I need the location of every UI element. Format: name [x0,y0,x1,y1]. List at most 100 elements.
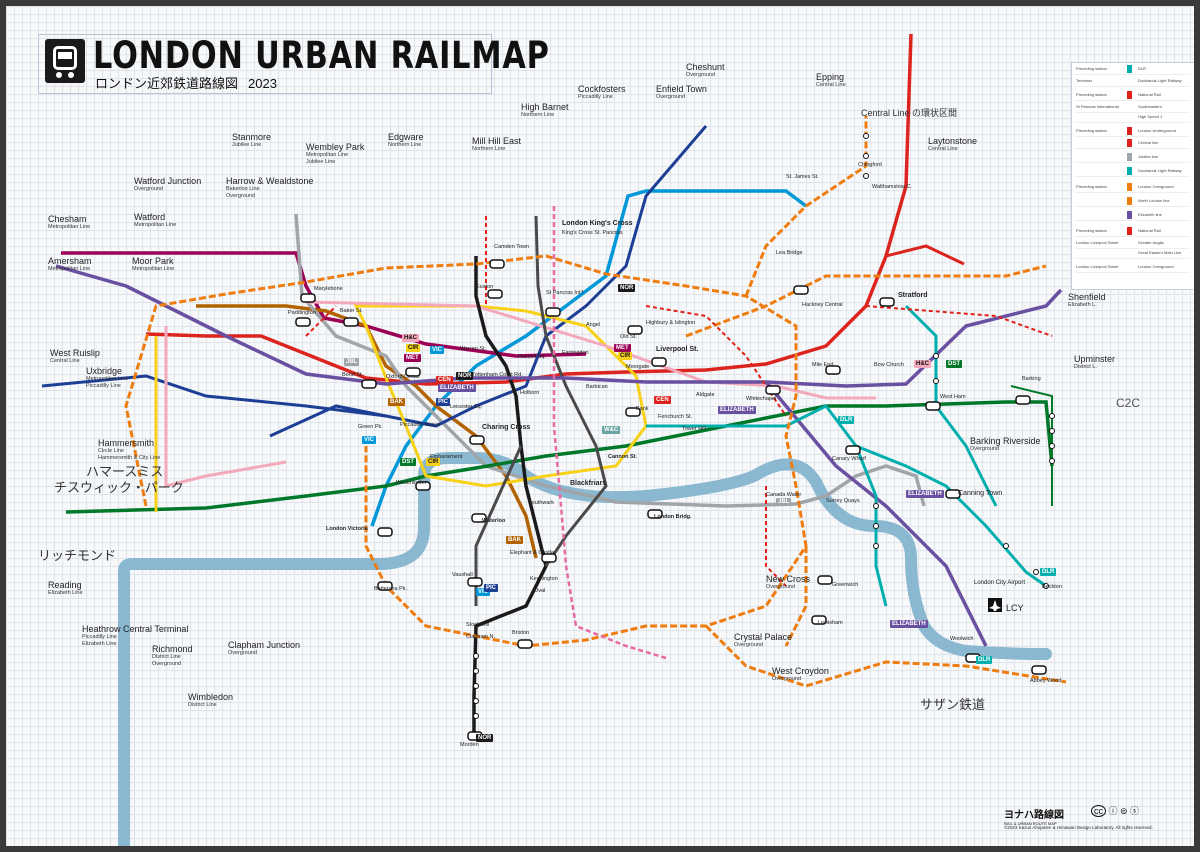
legend-row: Great Eastern Main Line [1074,249,1190,259]
airplane-icon [988,598,1002,612]
station-label-abbey-wood[interactable]: Abbey Wood [1030,678,1062,684]
station-label-kings-cross[interactable]: London King's Cross [562,220,633,227]
station-label-aldgate[interactable]: Aldgate [696,392,715,398]
station-label-bond-st[interactable]: Bond St. [342,372,364,378]
line-badge: VIC [430,346,445,354]
station-label-green-pk[interactable]: Green Pk. [358,424,383,430]
station-label-camden[interactable]: Camden Town [494,244,530,250]
station-label-vauxhall[interactable]: Vauxhall [452,572,473,578]
thameslink [552,206,667,660]
station-label-embankment[interactable]: Embankment [430,454,463,460]
piccadilly-branch [269,404,387,438]
station-label-morden[interactable]: Morden [460,742,479,748]
station-label-southwark[interactable]: Southwark [528,500,554,506]
station-label-oxford-circus[interactable]: Oxford Circus [386,374,420,380]
station-label-lewisham[interactable]: Lewisham [818,620,843,626]
station-label-victoria[interactable]: London Victoria [326,526,368,532]
station-label-brixton[interactable]: Brixton [512,630,530,636]
label-hammersmith-jp: ハマースミス [86,464,164,479]
line-badge: BAK [506,536,523,544]
station-label-highbury[interactable]: Highbury & Islington [646,320,696,326]
station-label-kings-cross-sub[interactable]: King's Cross St. Pancras [562,230,623,236]
label-central-loop: Central Line の環状区間 [861,108,958,118]
station-label-fenchurch[interactable]: Fenchurch St. [658,414,693,420]
station-label-st-james[interactable]: St. James St. [786,174,819,180]
station-kings-cross [545,307,561,317]
station-label-piccadilly-circus[interactable]: Piccadilly Circus [400,422,441,428]
line-badge: VIC [476,588,491,596]
station-label-canary-wharf[interactable]: Canary Wharf [832,456,866,462]
station-label-woolwich[interactable]: Woolwich [950,636,974,642]
station-label-tottenham[interactable]: Tottenham Court Rd. [472,372,523,378]
station-label-barking[interactable]: Barking [1022,376,1041,382]
national-rail [305,216,1053,587]
station-label-walthamstow[interactable]: Walthamstow C. [872,184,912,190]
station-label-blackfriars[interactable]: Blackfriars [570,480,607,487]
station-label-euston[interactable]: Euston [476,284,494,290]
station-bond-st [361,379,377,389]
station-label-farringdon[interactable]: Farringdon [562,350,589,356]
station-label-leicester-sq[interactable]: Leicester Sq. [450,404,483,410]
station-label-tower-hill[interactable]: Tower Hill [682,426,706,432]
station-label-holborn[interactable]: Holborn [520,390,540,396]
legend-row: Docklands Light Railway [1074,167,1190,177]
line-badge: NOR [618,284,636,292]
station-label-kennington[interactable]: Kennington [530,576,558,582]
station-label-old-st[interactable]: Old St. [620,334,637,340]
station-label-barbican[interactable]: Barbican [586,384,608,390]
station-label-chingford[interactable]: Chingford [858,162,882,168]
station-label-bank[interactable]: Bank [636,406,649,412]
station-label-canning-town[interactable]: Canning Town [958,490,1003,497]
station-label-angel[interactable]: Angel [586,322,601,328]
station-label-waterloo[interactable]: Waterloo [482,518,506,524]
station-canning-town [945,489,961,499]
station-label-london-bridge[interactable]: London Bridg. [654,514,692,520]
station-label-stockwell[interactable]: Stockwell [466,622,490,628]
line-badge: CIR [406,344,421,352]
station-label-canada-water[interactable]: Canada Water [766,492,802,498]
station-paddington [295,317,311,327]
station-label-hackney[interactable]: Hackney Central [802,302,843,308]
line-badge: VIC [362,436,377,444]
station-victoria [377,527,393,537]
station-label-paddington[interactable]: Paddington [288,310,316,316]
station-label-westminster[interactable]: Westminster [396,480,427,486]
station-canary-wharf [845,445,861,455]
line-badge: NOR [476,734,494,742]
station-label-battersea[interactable]: Battersea Pk. [374,586,408,592]
district-line [65,400,1054,514]
station-label-whitechapel[interactable]: Whitechapel [746,396,777,402]
station-label-stratford[interactable]: Stratford [898,292,928,299]
station-label-moorgate[interactable]: Moorgate [626,364,650,370]
station-label-oval[interactable]: Oval [534,588,546,594]
station-label-surrey-quays[interactable]: Surrey Quays [826,498,860,504]
station-label-elephant[interactable]: Elephant & Castle [510,550,555,556]
station-label-mile-end[interactable]: Mile End [812,362,834,368]
station-label-liverpool-st[interactable]: Liverpool St. [656,346,699,353]
station-label-russell-sq[interactable]: Russell Sq. [518,354,546,360]
station-label-bow-church[interactable]: Bow Church [874,362,904,368]
station-label-cannon-st[interactable]: Cannon St. [608,454,638,460]
station-label-marylebone[interactable]: Marylebone [314,286,343,292]
station-vauxhall [467,577,483,587]
station-label-beckton[interactable]: Beckton [1042,584,1062,590]
station-label-warren-st[interactable]: Warren St. [460,346,487,352]
station-label-west-ham[interactable]: West Ham [940,394,966,400]
station-label-clapham-n[interactable]: Clapham N. [466,634,496,640]
station-label-greenwich[interactable]: Greenwich [832,582,859,588]
station-label-baker-st[interactable]: Baker St. [340,308,363,314]
station-label-charing-cross[interactable]: Charing Cross [482,424,531,431]
station-label-lea-bridge[interactable]: Lea Bridge [776,250,803,256]
station-label-st-pancras[interactable]: St Pancras Int'l [546,290,583,296]
line-badge: H&C [914,360,931,368]
